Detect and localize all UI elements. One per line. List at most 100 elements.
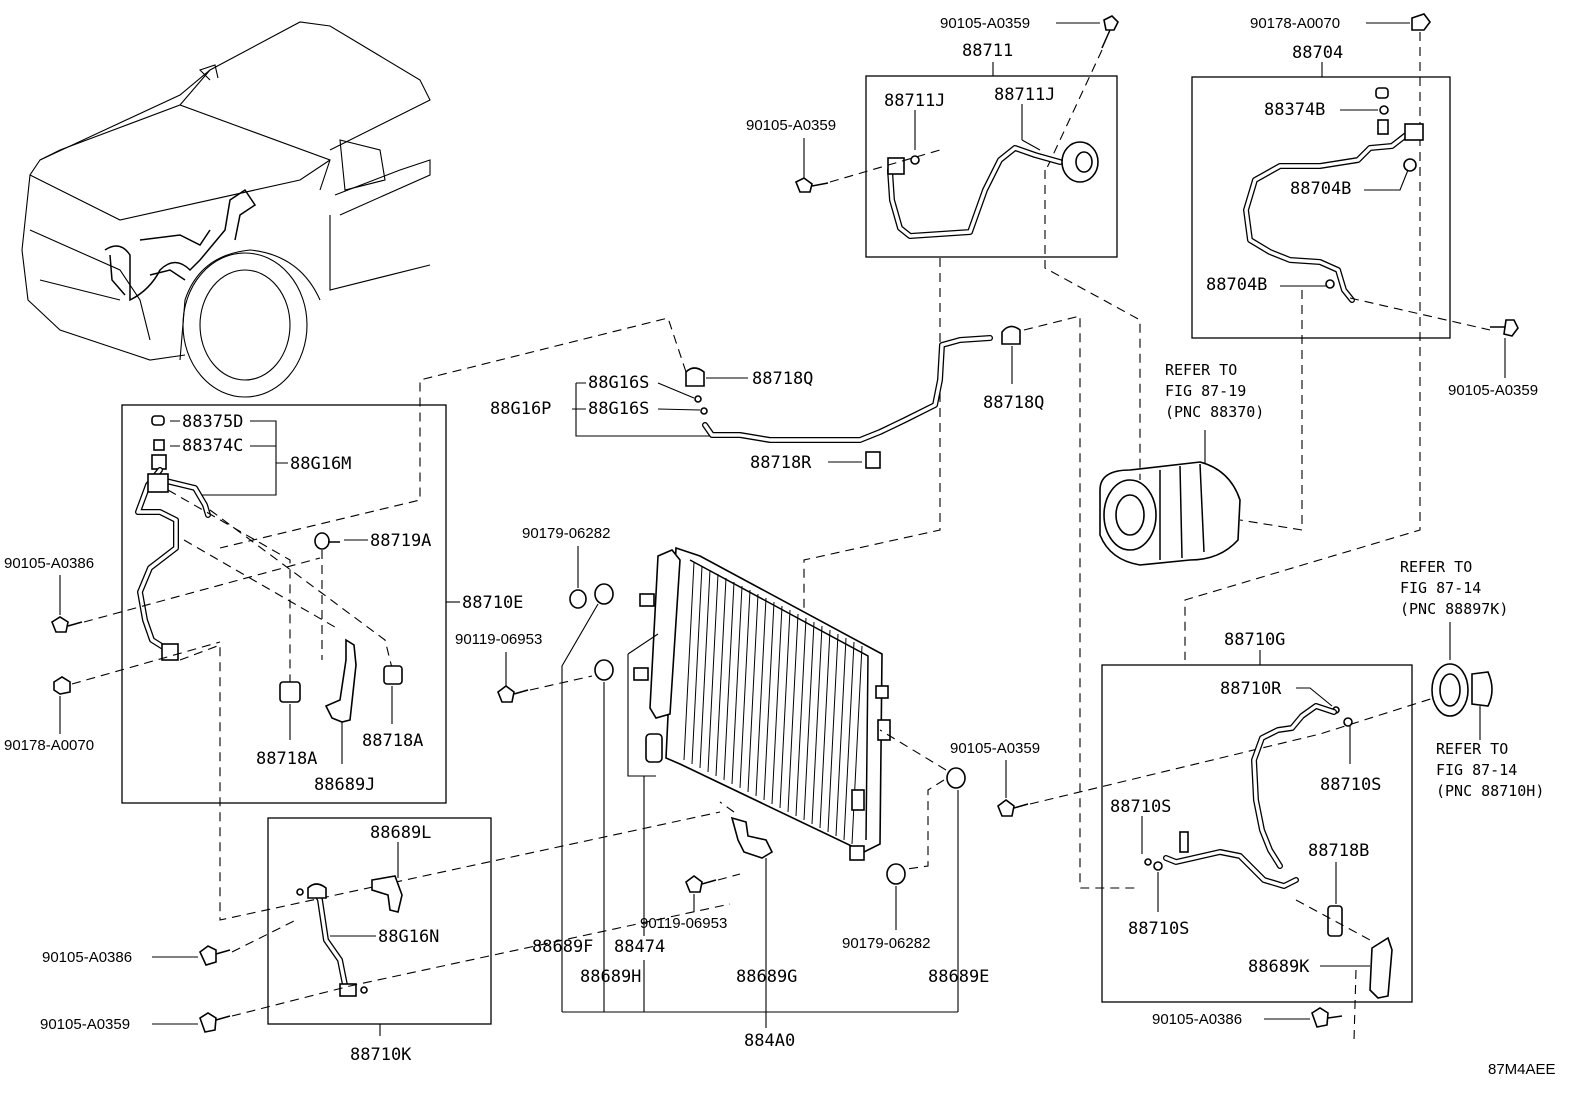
label-nut-top-88704: 90178-A0070 bbox=[1250, 15, 1340, 32]
label-bolt-top-88711: 90105-A0359 bbox=[940, 15, 1030, 32]
label-cushion-bottom: 90179-06282 bbox=[842, 935, 930, 952]
label-88689G: 88689G bbox=[736, 967, 797, 987]
label-ref-88897K-3: (PNC 88897K) bbox=[1400, 600, 1508, 618]
label-88G16S-top: 88G16S bbox=[588, 373, 649, 393]
label-ref-88897K-2: FIG 87-14 bbox=[1400, 579, 1481, 597]
label-88718Q-left: 88718Q bbox=[752, 369, 813, 389]
label-88G16P: 88G16P bbox=[490, 399, 551, 419]
label-bolt-88710E: 90105-A0386 bbox=[4, 555, 94, 572]
label-88711: 88711 bbox=[962, 41, 1013, 61]
bolt-icon bbox=[1490, 319, 1519, 337]
clamp-icon bbox=[865, 451, 881, 469]
label-bolt-88710K-2: 90105-A0359 bbox=[40, 1016, 130, 1033]
label-88710S-right: 88710S bbox=[1320, 775, 1381, 795]
bolt-icon bbox=[314, 532, 340, 550]
label-88711J-left: 88711J bbox=[884, 91, 945, 111]
label-nut-88710E: 90178-A0070 bbox=[4, 737, 94, 754]
label-ref-88897K-1: REFER TO bbox=[1400, 558, 1472, 576]
cushion-icon bbox=[886, 863, 906, 885]
label-bolt-90105-right: 90105-A0359 bbox=[950, 740, 1040, 757]
label-cushion-top: 90179-06282 bbox=[522, 525, 610, 542]
bolt-icon bbox=[1101, 15, 1119, 49]
pipe-88710E bbox=[135, 467, 211, 661]
valve-cap-icon bbox=[1375, 87, 1389, 135]
label-88375D: 88375D bbox=[182, 412, 243, 432]
label-88689J: 88689J bbox=[314, 775, 375, 795]
receiver-88474 bbox=[633, 549, 681, 763]
bolt-icon bbox=[997, 799, 1029, 817]
valve-cap-icon bbox=[151, 415, 167, 470]
label-ref-compressor-1: REFER TO bbox=[1165, 361, 1237, 379]
cushion-icon bbox=[946, 767, 966, 789]
label-88719A: 88719A bbox=[370, 531, 431, 551]
seal-ring-icon bbox=[1431, 663, 1493, 717]
label-88689L: 88689L bbox=[370, 823, 431, 843]
clamp-icon bbox=[685, 367, 705, 387]
group-box-88710K bbox=[267, 817, 492, 1025]
nut-icon bbox=[1411, 13, 1431, 31]
bracket-88689K bbox=[1369, 936, 1393, 999]
label-ref-88710H-3: (PNC 88710H) bbox=[1436, 782, 1544, 800]
pipe-88710K bbox=[296, 883, 368, 997]
label-ref-88710H-1: REFER TO bbox=[1436, 740, 1508, 758]
bolt-icon bbox=[685, 875, 717, 893]
label-ref-compressor-2: FIG 87-19 bbox=[1165, 382, 1246, 400]
label-88G16M: 88G16M bbox=[290, 454, 351, 474]
bolt-icon bbox=[199, 1012, 231, 1033]
label-bolt-right-88704: 90105-A0359 bbox=[1448, 382, 1538, 399]
pipe-88718R bbox=[702, 335, 993, 443]
bolt-icon bbox=[1311, 1007, 1343, 1028]
label-bolt-88710G: 90105-A0386 bbox=[1152, 1011, 1242, 1028]
label-88374C: 88374C bbox=[182, 436, 243, 456]
label-88G16N: 88G16N bbox=[378, 927, 439, 947]
label-ref-compressor-3: (PNC 88370) bbox=[1165, 403, 1264, 421]
label-88374B: 88374B bbox=[1264, 100, 1325, 120]
label-bolt-90119-left: 90119-06953 bbox=[455, 631, 542, 648]
label-ref-88710H-2: FIG 87-14 bbox=[1436, 761, 1517, 779]
clamp-icon bbox=[1001, 325, 1021, 345]
pipe-88710G bbox=[1163, 703, 1337, 889]
label-88711J-right: 88711J bbox=[994, 85, 1055, 105]
bolt-icon bbox=[51, 616, 83, 633]
label-bolt-90119-bottom: 90119-06953 bbox=[640, 915, 727, 932]
label-88689H: 88689H bbox=[580, 967, 641, 987]
label-88710S-bottom: 88710S bbox=[1128, 919, 1189, 939]
cushion-icon bbox=[569, 583, 614, 681]
label-88710R: 88710R bbox=[1220, 679, 1282, 699]
label-88704B-top: 88704B bbox=[1290, 179, 1351, 199]
label-88704: 88704 bbox=[1292, 43, 1343, 63]
hose-88704 bbox=[1243, 123, 1424, 303]
label-88710G: 88710G bbox=[1224, 630, 1285, 650]
bolt-icon bbox=[497, 685, 529, 703]
label-88G16S-bottom: 88G16S bbox=[588, 399, 649, 419]
group-box-88710E bbox=[121, 404, 447, 804]
label-88689K: 88689K bbox=[1248, 957, 1310, 977]
label-88710E: 88710E bbox=[462, 593, 523, 613]
label-bolt-88710K-1: 90105-A0386 bbox=[42, 949, 132, 966]
clamp-icon bbox=[1327, 905, 1343, 937]
label-88689F: 88689F bbox=[532, 937, 593, 957]
label-88710K: 88710K bbox=[350, 1045, 412, 1065]
vehicle-illustration bbox=[21, 21, 431, 398]
label-88474: 88474 bbox=[614, 937, 665, 957]
clamp-icon bbox=[279, 665, 403, 703]
label-88718A-right: 88718A bbox=[362, 731, 423, 751]
bracket-88689L bbox=[371, 875, 403, 913]
label-bolt-left-88711: 90105-A0359 bbox=[746, 117, 836, 134]
nut-icon bbox=[53, 676, 71, 695]
label-88718B: 88718B bbox=[1308, 841, 1369, 861]
label-88718Q-right: 88718Q bbox=[983, 393, 1044, 413]
label-88710S-mid: 88710S bbox=[1110, 797, 1171, 817]
label-88689E: 88689E bbox=[928, 967, 989, 987]
label-88718A-left: 88718A bbox=[256, 749, 317, 769]
bracket-88689G bbox=[730, 816, 774, 859]
bolt-icon bbox=[199, 945, 231, 966]
bolt-icon bbox=[794, 177, 829, 193]
pipe-88711 bbox=[887, 141, 1099, 239]
bracket-88689J bbox=[324, 638, 357, 723]
group-box-88704 bbox=[1191, 76, 1451, 339]
diagram-id-code: 87M4AEE bbox=[1488, 1061, 1556, 1078]
group-box-88711 bbox=[865, 75, 1118, 258]
compressor-icon bbox=[1099, 461, 1241, 566]
label-88718R: 88718R bbox=[750, 453, 812, 473]
